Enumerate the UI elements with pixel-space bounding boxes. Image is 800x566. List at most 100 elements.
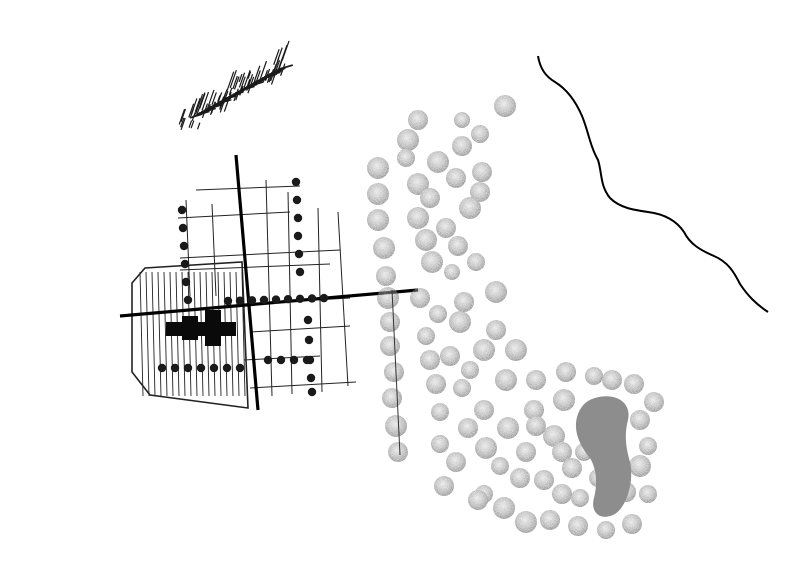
- grove-tree: [543, 425, 565, 447]
- grove-tree: [458, 418, 478, 438]
- grove-tree: [367, 157, 389, 179]
- grove-tree: [629, 455, 651, 477]
- small-tree: [183, 363, 193, 373]
- field-hatch-line: [223, 91, 232, 112]
- small-tree: [222, 363, 232, 373]
- grove-tree: [397, 149, 415, 167]
- field-hatch-line: [239, 76, 246, 92]
- small-tree: [180, 259, 190, 269]
- field-hatch-line: [190, 120, 195, 129]
- grove-tree: [388, 442, 408, 462]
- grove-tree: [485, 281, 507, 303]
- grove-tree: [429, 305, 447, 323]
- grove-tree: [385, 415, 407, 437]
- small-tree: [303, 315, 313, 325]
- grove-tree: [534, 470, 554, 490]
- small-tree: [289, 355, 299, 365]
- grove-tree: [526, 370, 546, 390]
- field-hatch-line: [196, 122, 201, 130]
- grove-tree: [415, 229, 437, 251]
- grove-path: [391, 289, 401, 456]
- small-tree: [294, 249, 304, 259]
- grove-tree: [434, 476, 454, 496]
- grove-tree: [505, 339, 527, 361]
- field-hatch-line: [180, 117, 186, 131]
- grove-tree: [524, 400, 544, 420]
- grove-tree: [526, 416, 546, 436]
- site-hatch-line: [151, 271, 156, 397]
- grove-tree: [475, 437, 497, 459]
- small-tree: [306, 373, 316, 383]
- field-hatch-line: [228, 87, 233, 96]
- field-hatch-line: [217, 92, 223, 102]
- small-tree: [293, 231, 303, 241]
- grove-tree: [426, 374, 446, 394]
- small-tree: [178, 223, 188, 233]
- field-hatch-line: [201, 91, 210, 111]
- grove-tree: [497, 417, 519, 439]
- grove-tree: [639, 437, 657, 455]
- grove-tree: [421, 251, 443, 273]
- grove-tree: [495, 369, 517, 391]
- grove-tree: [467, 253, 485, 271]
- grove-tree: [407, 173, 429, 195]
- grove-tree: [571, 489, 589, 507]
- small-tree: [179, 241, 189, 251]
- grove-tree: [562, 458, 582, 478]
- grove-tree: [556, 362, 576, 382]
- grove-tree: [510, 468, 530, 488]
- grove-tree: [602, 370, 622, 390]
- small-tree: [295, 267, 305, 277]
- field-hatch-line: [180, 117, 185, 128]
- grove-tree: [431, 435, 449, 453]
- grove-tree: [380, 312, 400, 332]
- main-axis-road: [119, 154, 419, 411]
- field-hatch-line: [211, 92, 217, 105]
- pond: [575, 396, 632, 517]
- hatched-field: [178, 40, 293, 131]
- grove-tree: [486, 320, 506, 340]
- grove-tree: [468, 490, 488, 510]
- grove-tree: [624, 374, 644, 394]
- grove-tree: [436, 218, 456, 238]
- small-tree: [157, 363, 167, 373]
- grove-tree: [472, 162, 492, 182]
- stream: [537, 55, 769, 313]
- site-hatch-line: [235, 271, 240, 397]
- small-tree: [263, 355, 273, 365]
- grove-tree: [452, 136, 472, 156]
- tree-grove: [367, 95, 664, 539]
- small-tree: [305, 355, 315, 365]
- site-hatch-line: [145, 271, 150, 397]
- grid-line: [179, 249, 341, 259]
- grove-tree: [459, 197, 481, 219]
- grove-tree: [516, 442, 536, 462]
- grove-tree: [597, 521, 615, 539]
- small-tree: [276, 355, 286, 365]
- field-hatch-line: [238, 73, 243, 83]
- grove-tree: [552, 484, 572, 504]
- small-tree: [304, 335, 314, 345]
- grove-tree: [377, 287, 399, 309]
- small-tree: [259, 295, 269, 305]
- small-tree: [183, 295, 193, 305]
- grove-tree: [494, 95, 516, 117]
- grid-line: [195, 185, 301, 191]
- field-hatch-line: [190, 98, 198, 115]
- grove-tree: [407, 207, 429, 229]
- grove-tree: [367, 183, 389, 205]
- small-tree: [295, 294, 305, 304]
- field-hatch-line: [217, 95, 221, 103]
- grid-line: [249, 325, 351, 333]
- gridded-site: [131, 179, 357, 409]
- grove-tree: [453, 379, 471, 397]
- grid-line: [249, 381, 357, 389]
- field-hatch-line: [229, 70, 237, 89]
- field-hatch-line: [180, 108, 187, 123]
- grove-tree: [446, 168, 466, 188]
- field-hatch-line: [277, 64, 293, 70]
- field-hatch-line: [277, 57, 284, 70]
- grove-tree: [446, 452, 466, 472]
- grove-tree: [373, 237, 395, 259]
